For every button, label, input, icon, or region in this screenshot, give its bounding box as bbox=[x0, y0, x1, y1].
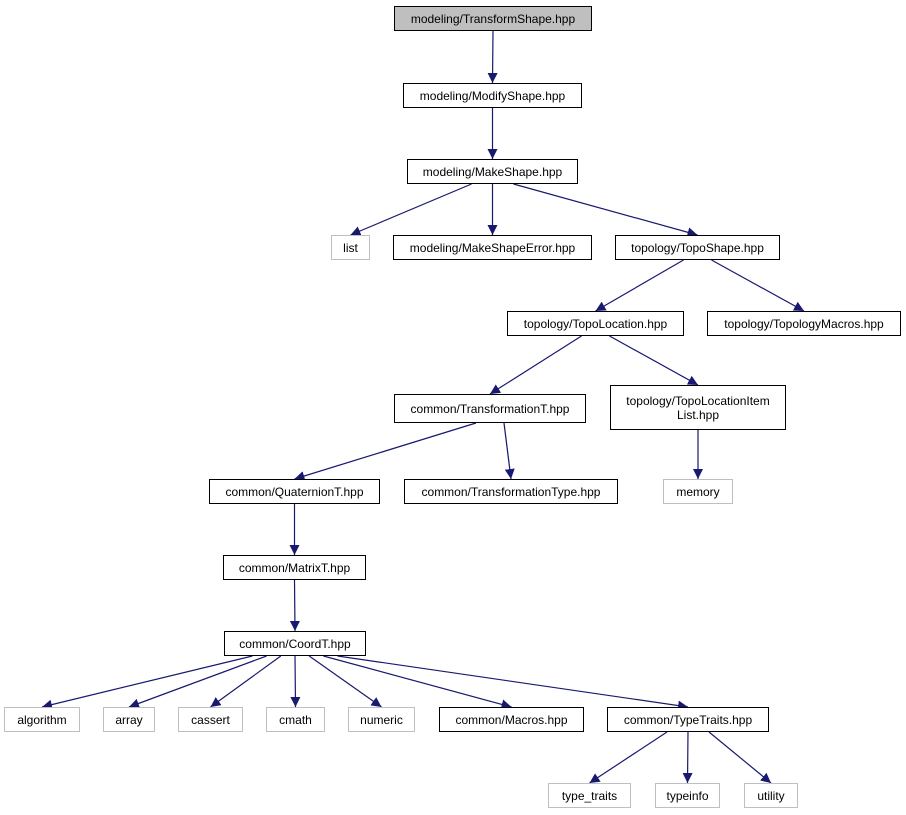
node-topo-shape[interactable]: topology/TopoShape.hpp bbox=[615, 235, 780, 260]
node-topo-location-item-list[interactable]: topology/TopoLocationItem List.hpp bbox=[610, 385, 786, 430]
edge-n21-to-n22 bbox=[589, 731, 668, 784]
edge-n5-to-n7 bbox=[711, 259, 805, 312]
node-cmath: cmath bbox=[266, 707, 325, 732]
node-type-traits-header[interactable]: common/TypeTraits.hpp bbox=[607, 707, 769, 732]
node-typeinfo: typeinfo bbox=[655, 783, 720, 808]
edge-n14-to-n17 bbox=[210, 655, 282, 708]
edge-n0-to-n1 bbox=[487, 30, 498, 84]
edge-n21-to-n23 bbox=[682, 731, 693, 784]
edge-n14-to-n19 bbox=[308, 655, 382, 708]
edge-n8-to-n11 bbox=[503, 422, 515, 480]
edge-n14-to-n18 bbox=[290, 655, 301, 708]
node-algorithm: algorithm bbox=[4, 707, 80, 732]
edge-n14-to-n15 bbox=[41, 655, 253, 710]
node-make-shape[interactable]: modeling/MakeShape.hpp bbox=[407, 159, 578, 184]
node-coord-t[interactable]: common/CoordT.hpp bbox=[224, 631, 366, 656]
node-make-shape-error[interactable]: modeling/MakeShapeError.hpp bbox=[393, 235, 592, 260]
edge-n13-to-n14 bbox=[289, 579, 300, 632]
node-list: list bbox=[331, 235, 370, 260]
edge-n14-to-n16 bbox=[128, 655, 267, 709]
edge-n2-to-n5 bbox=[513, 183, 698, 238]
node-memory: memory bbox=[663, 479, 733, 504]
node-cassert: cassert bbox=[178, 707, 243, 732]
edge-n2-to-n3 bbox=[350, 183, 472, 236]
node-numeric: numeric bbox=[348, 707, 415, 732]
node-type-traits: type_traits bbox=[548, 783, 631, 808]
node-transformation-type[interactable]: common/TransformationType.hpp bbox=[404, 479, 618, 504]
edge-n14-to-n21 bbox=[337, 655, 689, 711]
edge-n6-to-n8 bbox=[489, 335, 582, 395]
node-transformation-t[interactable]: common/TransformationT.hpp bbox=[394, 394, 586, 423]
node-topo-location[interactable]: topology/TopoLocation.hpp bbox=[507, 311, 684, 336]
edge-n5-to-n6 bbox=[595, 259, 684, 312]
edge-n21-to-n24 bbox=[708, 731, 772, 784]
node-quaternion-t[interactable]: common/QuaternionT.hpp bbox=[209, 479, 380, 504]
node-array: array bbox=[103, 707, 155, 732]
node-modify-shape[interactable]: modeling/ModifyShape.hpp bbox=[403, 83, 582, 108]
node-matrix-t[interactable]: common/MatrixT.hpp bbox=[223, 555, 366, 580]
edge-n8-to-n10 bbox=[294, 422, 477, 481]
edge-n14-to-n20 bbox=[323, 655, 512, 710]
node-transform-shape[interactable]: modeling/TransformShape.hpp bbox=[394, 6, 592, 31]
node-utility: utility bbox=[744, 783, 798, 808]
node-topology-macros[interactable]: topology/TopologyMacros.hpp bbox=[707, 311, 901, 336]
edge-n6-to-n9 bbox=[609, 335, 699, 386]
node-common-macros[interactable]: common/Macros.hpp bbox=[439, 707, 584, 732]
